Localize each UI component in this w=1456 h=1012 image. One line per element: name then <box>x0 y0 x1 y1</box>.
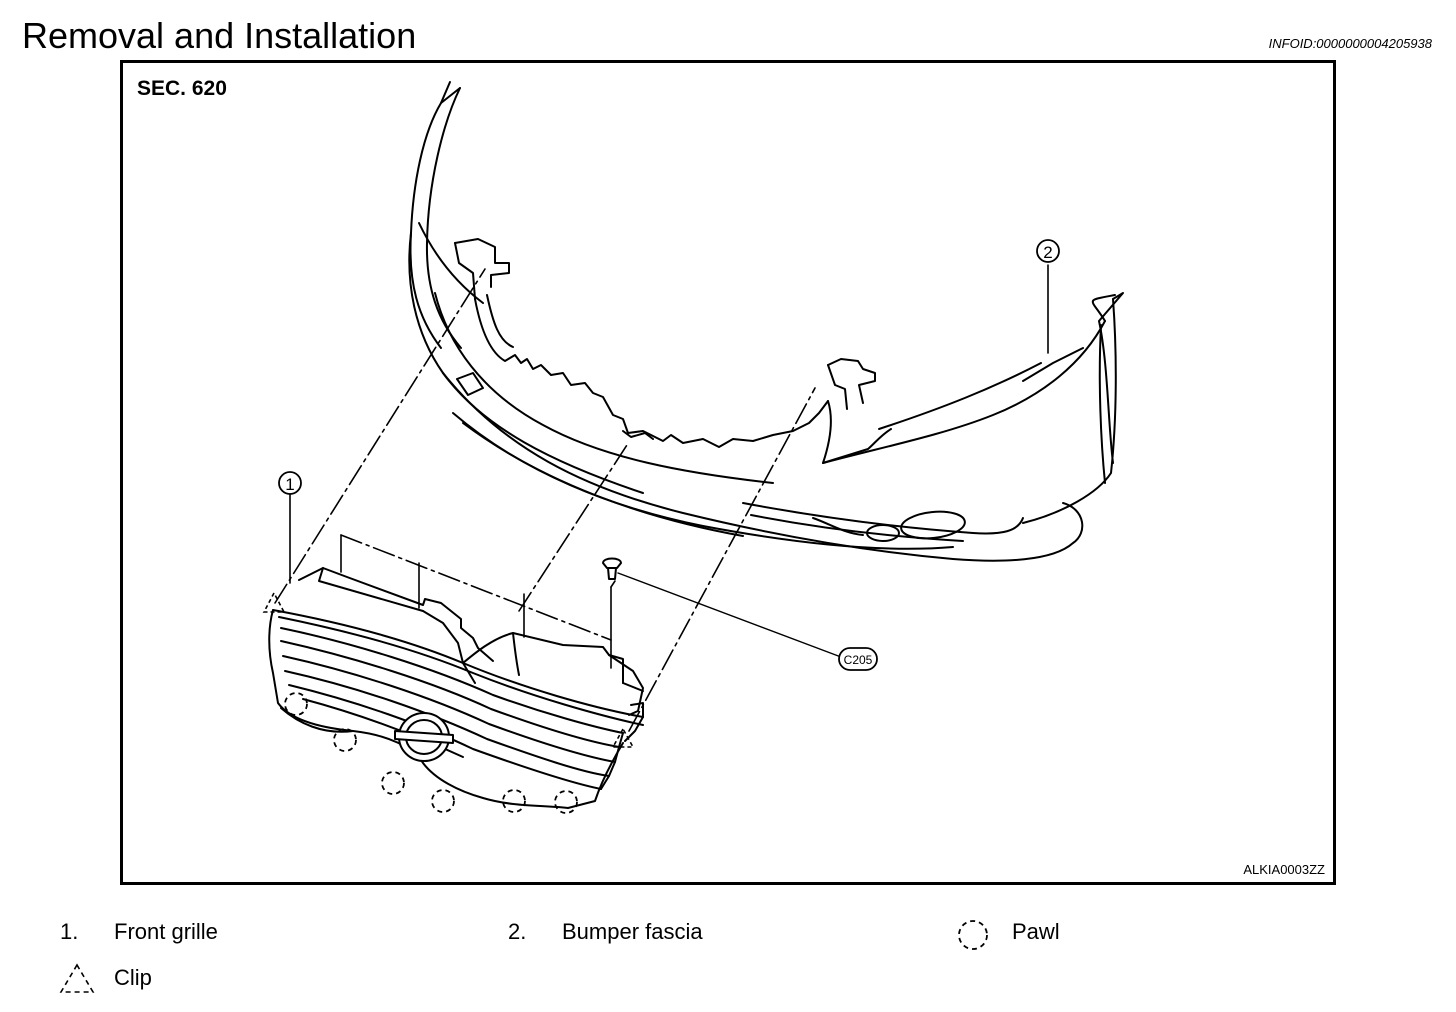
front-grille-shape <box>268 567 644 809</box>
clip-part-shape <box>602 557 842 658</box>
dashed-triangle-icon <box>59 963 95 993</box>
legend-item-1-number: 1. <box>60 919 79 944</box>
callout-c205-label: C205 <box>844 653 873 667</box>
callout-1-circle <box>278 471 302 495</box>
legend-item-2-number: 2. <box>508 919 527 944</box>
legend-pawl-label: Pawl <box>1012 919 1060 944</box>
callout-c205-box <box>838 647 878 671</box>
pawl-markers <box>284 692 578 814</box>
callout-1-label: 1 <box>285 475 294 494</box>
assembly-lines <box>274 268 816 732</box>
clip-markers <box>262 591 635 748</box>
legend-clip-label: Clip <box>114 965 152 990</box>
callout-2-label: 2 <box>1043 243 1052 262</box>
dashed-circle-icon <box>958 920 988 950</box>
figure-frame: SEC. 620 <box>120 60 1336 885</box>
callout-2-circle <box>1036 239 1060 263</box>
page-title: Removal and Installation <box>22 15 417 56</box>
legend-item-2-label: Bumper fascia <box>562 919 703 944</box>
legend-item-1-label: Front grille <box>114 919 218 944</box>
figure-code: ALKIA0003ZZ <box>1243 862 1325 877</box>
exploded-view-diagram: 1 2 C205 <box>262 81 1124 814</box>
bracket-leaders <box>340 534 616 669</box>
bumper-fascia-shape <box>408 81 1124 562</box>
info-id: INFOID:0000000004205938 <box>1268 36 1432 51</box>
section-label: SEC. 620 <box>137 77 227 100</box>
